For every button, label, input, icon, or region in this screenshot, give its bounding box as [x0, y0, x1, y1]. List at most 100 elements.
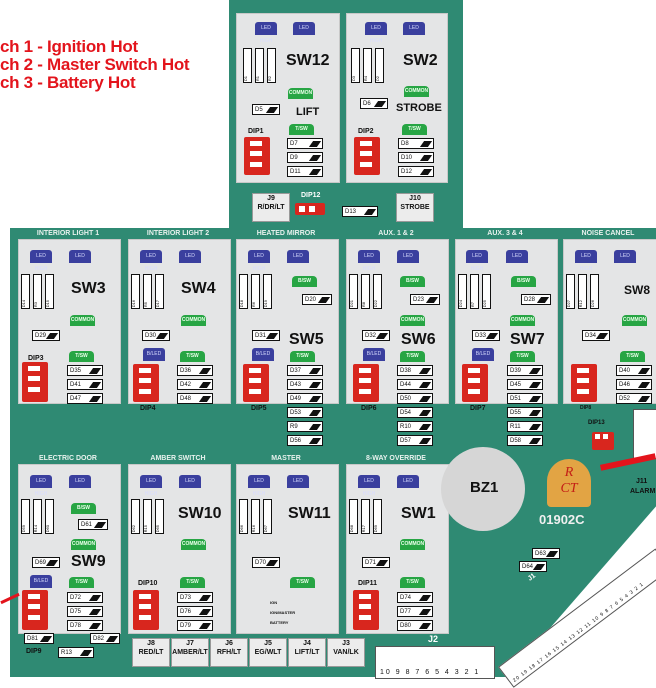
led-high-pad: LED HIGH	[575, 250, 597, 272]
resistor: R12	[578, 274, 587, 309]
dip11-label: DIP11	[358, 580, 378, 587]
resistor: R5	[143, 274, 152, 309]
connector-id: J10	[409, 195, 421, 202]
bsw-pad: B/SW	[71, 503, 96, 514]
connector-name: EG/WLT	[254, 649, 282, 656]
connector-name: STROBE	[400, 204, 430, 211]
connector-id: J8	[147, 640, 155, 647]
diode-d31: D31	[252, 330, 280, 341]
dip-switch-7[interactable]	[462, 364, 488, 402]
resistor: D65	[155, 499, 164, 534]
resistor: R14	[33, 499, 42, 534]
tsw-pad: T/SW	[400, 577, 425, 588]
connector-name: AMBER/LT	[172, 649, 208, 656]
diode-d29: D29	[32, 330, 60, 341]
common-pad: COMMON	[400, 315, 425, 326]
connector-id: J7	[186, 640, 194, 647]
panel-sw11	[236, 464, 339, 634]
legend-ch2: ch 2 - Master Switch Hot	[0, 55, 190, 74]
switch-label-sw2: SW2	[403, 52, 438, 69]
diode-d76: D76	[177, 606, 213, 617]
diode-d63: D63	[532, 548, 560, 559]
diode-d35: D35	[67, 365, 103, 376]
dip-switch-4[interactable]	[133, 364, 159, 402]
switch-label-sw3: SW3	[71, 280, 106, 297]
diode-d34: D34	[582, 330, 610, 341]
section-title: INTERIOR LIGHT 2	[146, 230, 210, 237]
diode-d72: D72	[67, 592, 103, 603]
tsw-pad: T/SW	[290, 577, 315, 588]
led-pad: LED	[293, 22, 315, 35]
tsw-pad: T/SW	[290, 351, 315, 362]
led-pad: LED	[506, 250, 528, 263]
section-title: NOISE CANCEL	[581, 230, 635, 237]
diode-d41: D41	[67, 379, 103, 390]
diode-d51: D51	[507, 393, 543, 404]
common-pad: COMMON	[70, 315, 95, 326]
dip-switch-11[interactable]	[353, 590, 379, 630]
connector-id: J3	[342, 640, 350, 647]
section-title: AUX. 1 & 2	[378, 230, 414, 237]
dip-switch-13[interactable]	[592, 432, 614, 450]
resistor: D19	[263, 274, 272, 309]
connector-name: RFH/LT	[216, 649, 242, 656]
diode-d48: D48	[177, 393, 213, 404]
led-high-pad: LED HIGH	[248, 475, 270, 497]
dip-switch-1[interactable]	[244, 137, 270, 175]
header-j2[interactable]: 10 9 8 7 6 5 4 3 2 1	[375, 646, 495, 679]
resistor: R17	[361, 499, 370, 534]
diode-d10: D10	[398, 152, 434, 163]
dip10-label: DIP10	[138, 580, 158, 587]
dip-switch-5[interactable]	[243, 364, 269, 402]
strobe-label: STROBE	[396, 102, 442, 114]
legend-ch1: ch 1 - Ignition Hot	[0, 37, 138, 56]
dip-switch-3[interactable]	[22, 362, 48, 402]
switch-label-sw8: SW8	[624, 283, 651, 297]
dip-switch-6[interactable]	[353, 364, 379, 402]
dip-switch-8[interactable]	[571, 364, 597, 402]
led-pad: LED	[397, 475, 419, 488]
j2-pin-numbers: 10 9 8 7 6 5 4 3 2 1	[380, 669, 481, 676]
dip-switch-12[interactable]	[295, 203, 325, 215]
section-title: 8-WAY OVERRIDE	[366, 455, 426, 462]
resistor: R3	[33, 274, 42, 309]
resistor: D66	[239, 499, 248, 534]
diode-d44: D44	[397, 379, 433, 390]
diode-d57: D57	[397, 435, 433, 446]
resistor: D69	[373, 499, 382, 534]
diode-d5: D5	[252, 104, 280, 115]
resistor: D16	[131, 274, 140, 309]
dip-switch-2[interactable]	[354, 137, 380, 175]
resistor: D67	[263, 499, 272, 534]
dip4-label: DIP4	[140, 405, 156, 412]
header-j11[interactable]	[633, 409, 656, 459]
dip1-label: DIP1	[248, 128, 264, 135]
tsw-pad: T/SW	[69, 351, 94, 362]
diode-d12: D12	[398, 166, 434, 177]
diode-d30: D30	[142, 330, 170, 341]
alarm-label: ALARM	[630, 488, 656, 495]
diode-d56: D56	[287, 435, 323, 446]
led-high-pad: LED HIGH	[365, 22, 387, 44]
diode-d23: D23	[410, 294, 440, 305]
diode-d6: D6	[360, 98, 388, 109]
dip3-label: DIP3	[28, 355, 44, 362]
switch-label-sw6: SW6	[401, 331, 436, 348]
lift-label: LIFT	[296, 106, 320, 118]
diode-d13: D13	[342, 206, 378, 217]
switch-label-sw1: SW1	[401, 505, 436, 522]
resistor: R1	[255, 48, 264, 83]
section-title: AUX. 3 & 4	[487, 230, 523, 237]
dip-switch-10[interactable]	[133, 590, 159, 630]
section-title: INTERIOR LIGHT 1	[36, 230, 100, 237]
resistor: D22	[373, 274, 382, 309]
dip-switch-9[interactable]	[22, 590, 48, 630]
